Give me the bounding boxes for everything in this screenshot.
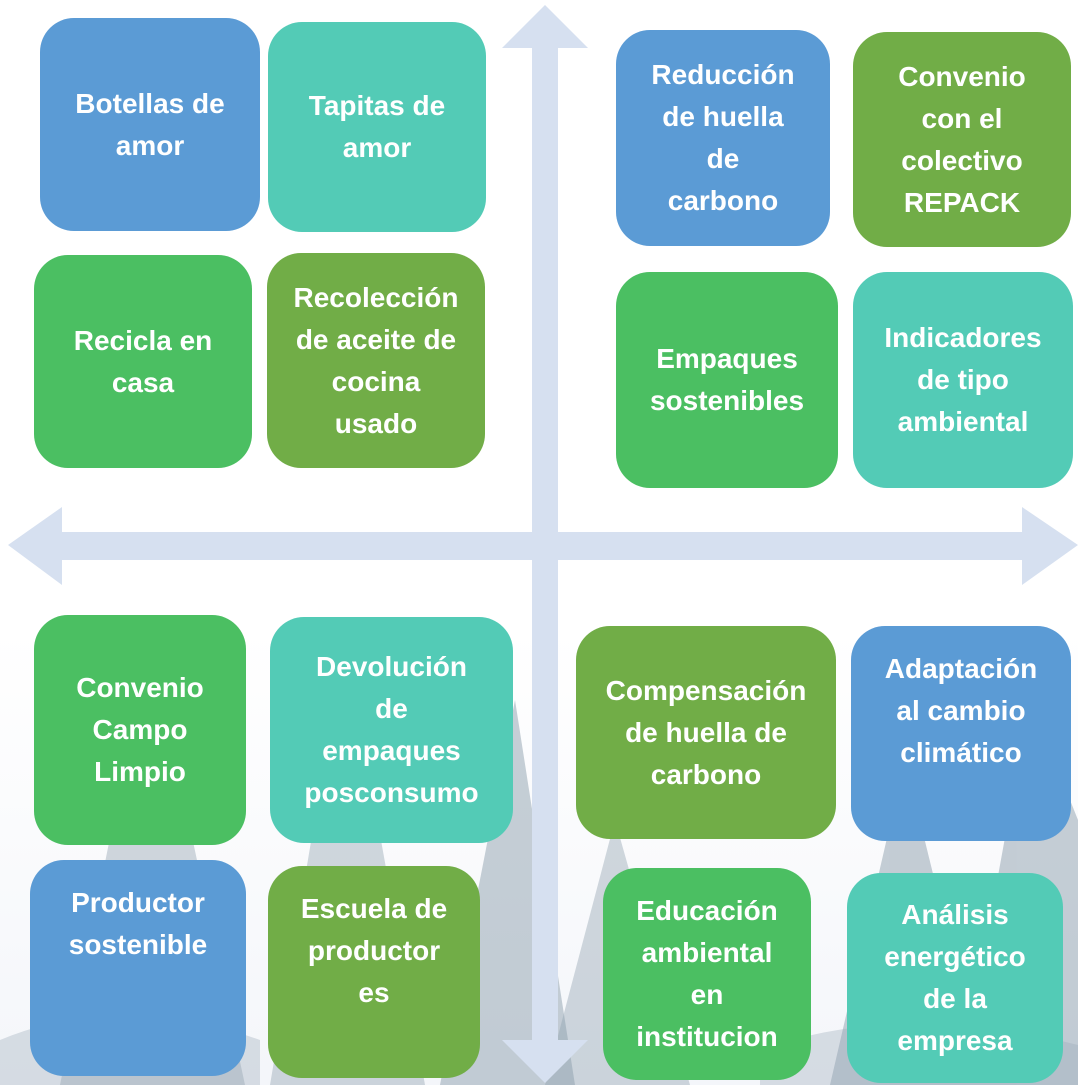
card-productor: Productor sostenible bbox=[30, 860, 246, 1076]
card-line: colectivo bbox=[901, 144, 1023, 176]
card-line: energético bbox=[884, 941, 1026, 972]
card-line: Botellas de bbox=[75, 87, 225, 119]
card-adaptacion: Adaptación al cambio climático bbox=[851, 626, 1071, 841]
card-line: sostenible bbox=[68, 929, 208, 960]
card-line: amor bbox=[115, 129, 185, 161]
card-line: cocina bbox=[331, 365, 421, 397]
card-line: ambiental bbox=[641, 937, 773, 968]
card-line: Educación bbox=[636, 895, 778, 926]
horizontal-axis-arrow bbox=[8, 507, 1078, 585]
card-repack: Convenio con el colectivo REPACK bbox=[853, 32, 1071, 247]
card-escuela: Escuela de productor es bbox=[268, 866, 480, 1078]
card-line: Tapitas de bbox=[308, 90, 446, 121]
card-line: Devolución bbox=[316, 651, 467, 682]
card-line: al cambio bbox=[896, 695, 1026, 726]
card-line: es bbox=[358, 977, 390, 1008]
card-line: Campo bbox=[92, 714, 188, 745]
card-line: sostenibles bbox=[649, 385, 805, 416]
card-indicadores: Indicadores de tipo ambiental bbox=[853, 272, 1073, 488]
card-botellas: Botellas de amor bbox=[40, 18, 260, 231]
card-line: ambiental bbox=[897, 406, 1029, 437]
card-line: Adaptación bbox=[884, 653, 1038, 684]
card-campo-limpio: Convenio Campo Limpio bbox=[34, 615, 246, 845]
card-line: Indicadores bbox=[884, 322, 1042, 353]
card-line: casa bbox=[111, 366, 175, 398]
card-line: posconsumo bbox=[304, 777, 479, 808]
card-line: de bbox=[375, 693, 408, 724]
card-line: empresa bbox=[897, 1025, 1013, 1056]
card-devolucion: Devolución de empaques posconsumo bbox=[270, 617, 513, 843]
card-line: Convenio bbox=[76, 672, 204, 703]
card-line: productor bbox=[307, 935, 441, 966]
card-line: carbono bbox=[650, 758, 762, 790]
card-line: Recolección bbox=[293, 281, 459, 313]
card-line: amor bbox=[342, 132, 412, 163]
card-tapitas: Tapitas de amor bbox=[268, 22, 486, 232]
card-line: de bbox=[706, 143, 740, 174]
card-line: usado bbox=[334, 407, 418, 439]
card-line: Análisis bbox=[901, 899, 1009, 930]
card-line: de huella de bbox=[625, 716, 787, 748]
card-line: climático bbox=[900, 737, 1022, 768]
card-line: Escuela de bbox=[300, 893, 448, 924]
card-educacion: Educación ambiental en institucion bbox=[603, 868, 811, 1080]
card-line: carbono bbox=[667, 185, 779, 216]
card-line: institucion bbox=[636, 1021, 778, 1052]
card-line: en bbox=[690, 979, 724, 1010]
card-line: Productor bbox=[71, 887, 205, 918]
card-line: de la bbox=[923, 983, 987, 1014]
card-line: de huella bbox=[662, 101, 784, 132]
card-analisis: Análisis energético de la empresa bbox=[847, 873, 1063, 1083]
card-line: de tipo bbox=[917, 364, 1009, 395]
card-line: de aceite de bbox=[295, 323, 457, 355]
card-line: Compensación bbox=[605, 674, 807, 706]
card-line: Empaques bbox=[656, 343, 798, 374]
card-line: REPACK bbox=[903, 186, 1021, 218]
card-line: Convenio bbox=[898, 60, 1026, 92]
card-line: con el bbox=[921, 102, 1003, 134]
card-line: empaques bbox=[322, 735, 461, 766]
card-reduccion: Reducción de huella de carbono bbox=[616, 30, 830, 246]
card-line: Recicla en bbox=[73, 324, 213, 356]
card-empaques: Empaques sostenibles bbox=[616, 272, 838, 488]
card-compensacion: Compensación de huella de carbono bbox=[576, 626, 836, 839]
card-line: Reducción bbox=[651, 59, 795, 90]
card-aceite: Recolección de aceite de cocina usado bbox=[267, 253, 485, 468]
card-line: Limpio bbox=[94, 756, 186, 787]
card-recicla: Recicla en casa bbox=[34, 255, 252, 468]
